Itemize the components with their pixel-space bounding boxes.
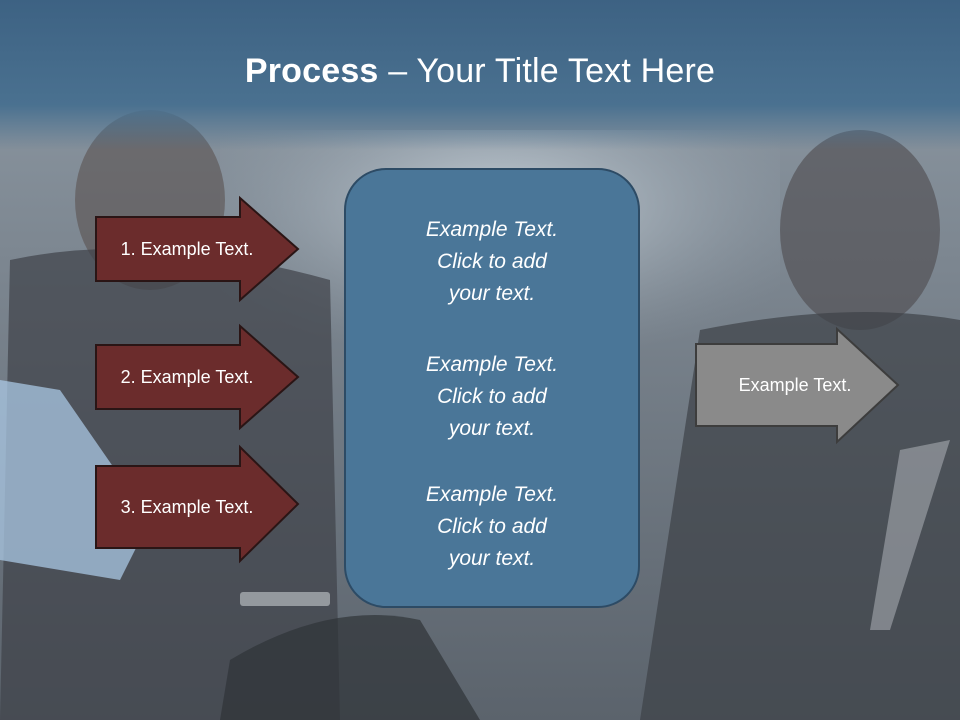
left-arrow-1[interactable] [95,195,300,303]
center-block-1-line-2: Click to add [437,250,547,273]
left-arrow-2-label: 2. Example Text. [120,366,254,387]
left-arrow-3-label: 3. Example Text. [120,496,254,517]
center-block-1-line-1: Example Text. [425,218,559,241]
left-arrow-1-label: 1. Example Text. [120,238,254,259]
center-block-1-line-3: your text. [448,282,536,305]
center-block-2-line-2: Click to add [437,385,547,408]
center-block-2-line-1: Example Text. [425,353,559,376]
left-arrow-3[interactable] [95,444,300,564]
right-arrow-label: Example Text. [738,374,852,395]
title-band [0,0,960,150]
center-block-1: Example Text. Click to add your text. [346,214,638,310]
center-block-3-line-1: Example Text. [425,483,559,506]
left-arrow-2[interactable] [95,323,300,431]
center-block-3: Example Text. Click to add your text. [346,479,638,575]
right-arrow[interactable] [695,326,900,445]
slide-title: Process – Your Title Text Here [0,52,960,91]
center-block-3-line-3: your text. [448,547,536,570]
center-text-box[interactable]: Example Text. Click to add your text. Ex… [344,168,640,608]
title-rest: – Your Title Text Here [378,52,716,90]
center-block-2: Example Text. Click to add your text. [346,349,638,445]
center-block-2-line-3: your text. [448,417,536,440]
title-bold: Process [244,52,379,90]
center-block-3-line-2: Click to add [437,515,547,538]
